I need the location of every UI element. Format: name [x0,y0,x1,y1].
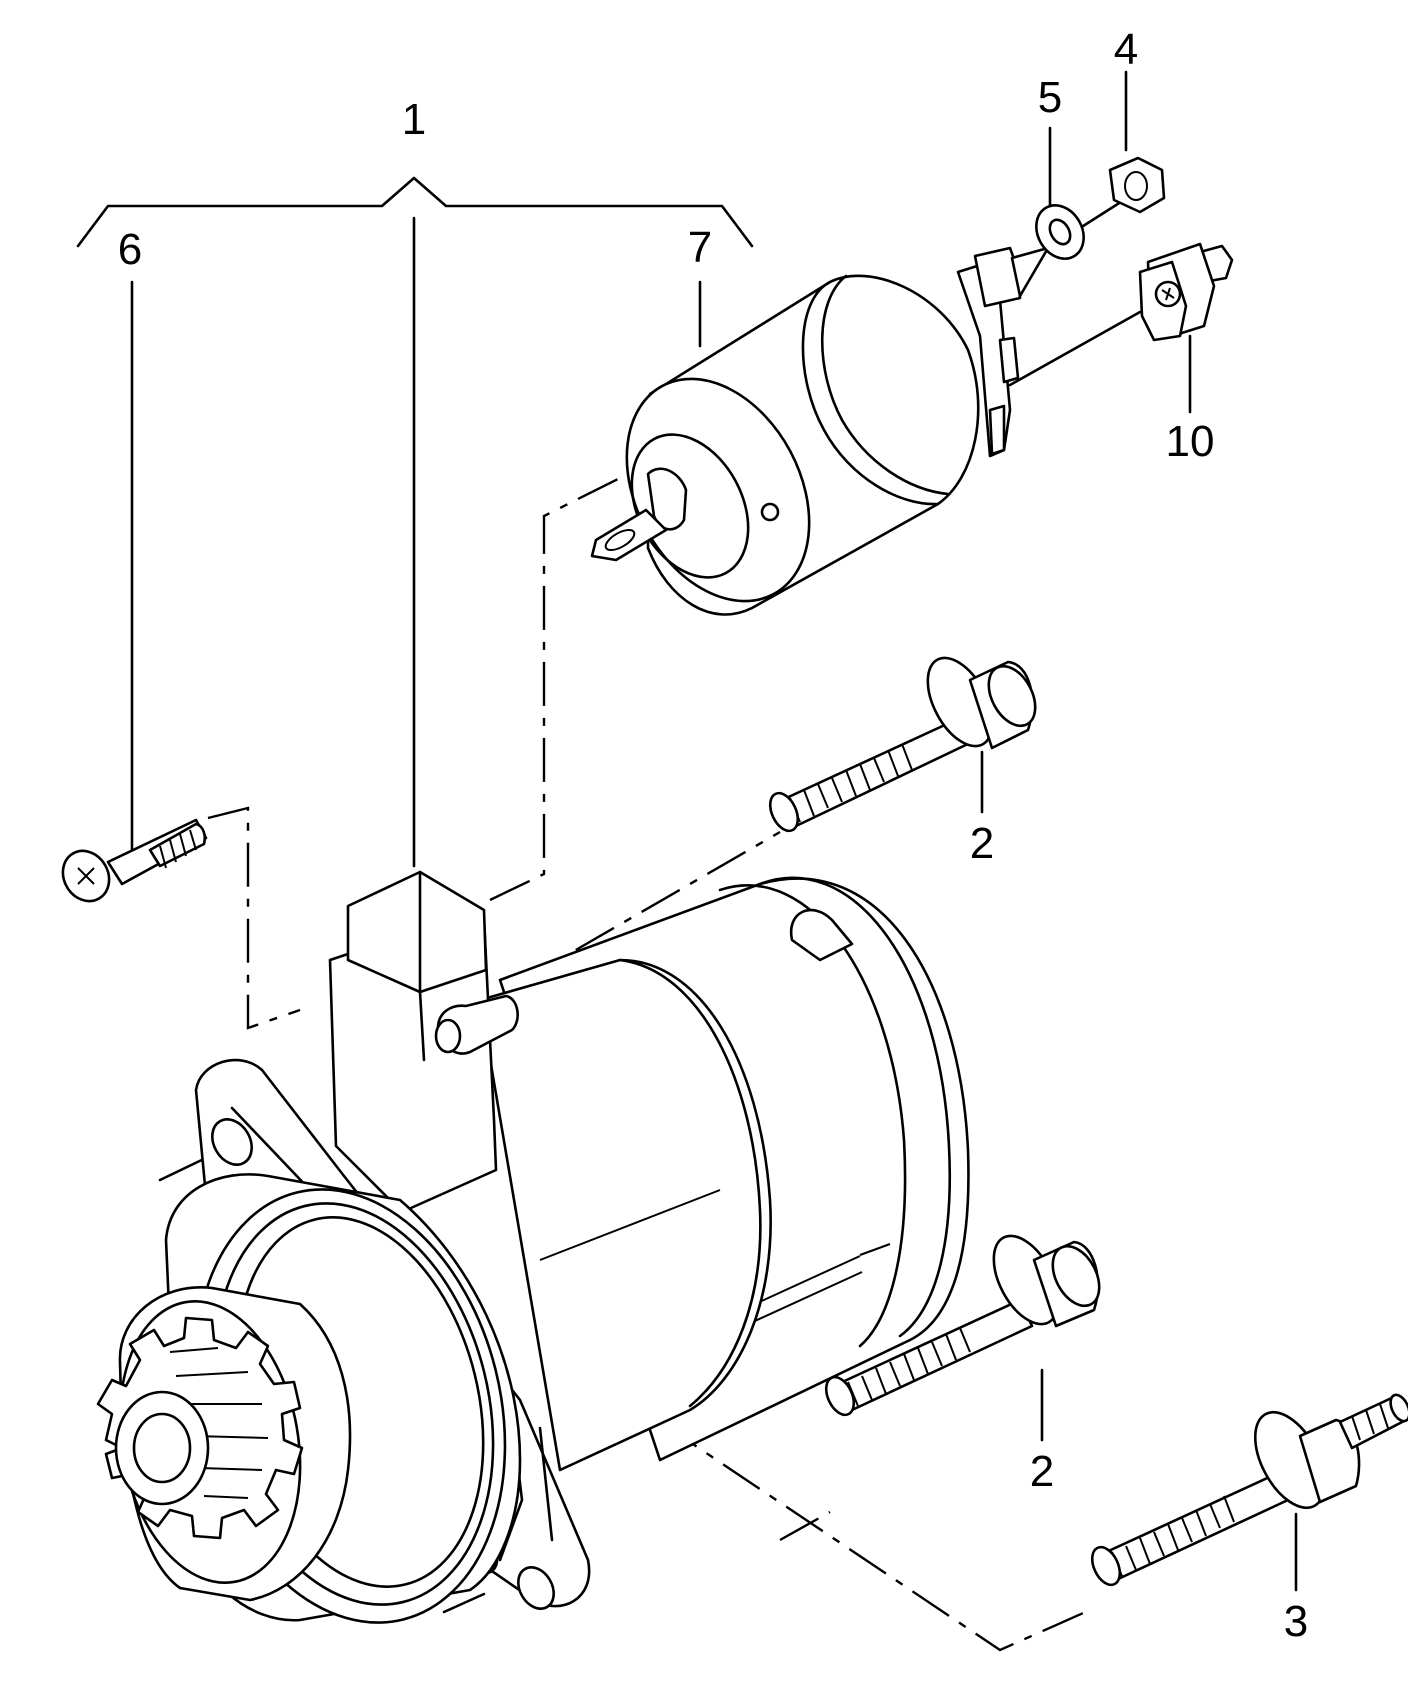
callout-labels: 1 2 2 3 4 5 6 7 10 [118,25,1308,1646]
stud-bolt [1090,1393,1408,1587]
hex-flange-bolt-upper [768,656,1037,833]
callout-10: 10 [1166,417,1215,466]
callout-3: 3 [1284,1597,1308,1646]
callout-1: 1 [402,95,426,144]
assembly-bracket [76,176,754,868]
hex-nut [1108,156,1166,214]
cable-terminal [1138,242,1234,342]
hex-flange-bolt-lower [824,1234,1101,1417]
callout-5: 5 [1038,73,1062,122]
callout-6: 6 [118,225,142,274]
countersunk-screw [61,818,208,903]
callout-2-lower: 2 [1030,1447,1054,1496]
washer [1035,204,1085,260]
callout-7: 7 [688,223,712,272]
callout-2-upper: 2 [970,819,994,868]
starter-motor [96,870,970,1624]
callout-4: 4 [1114,25,1138,74]
dashed-assembly-lines [207,466,1091,1652]
solenoid-switch [590,246,1050,616]
